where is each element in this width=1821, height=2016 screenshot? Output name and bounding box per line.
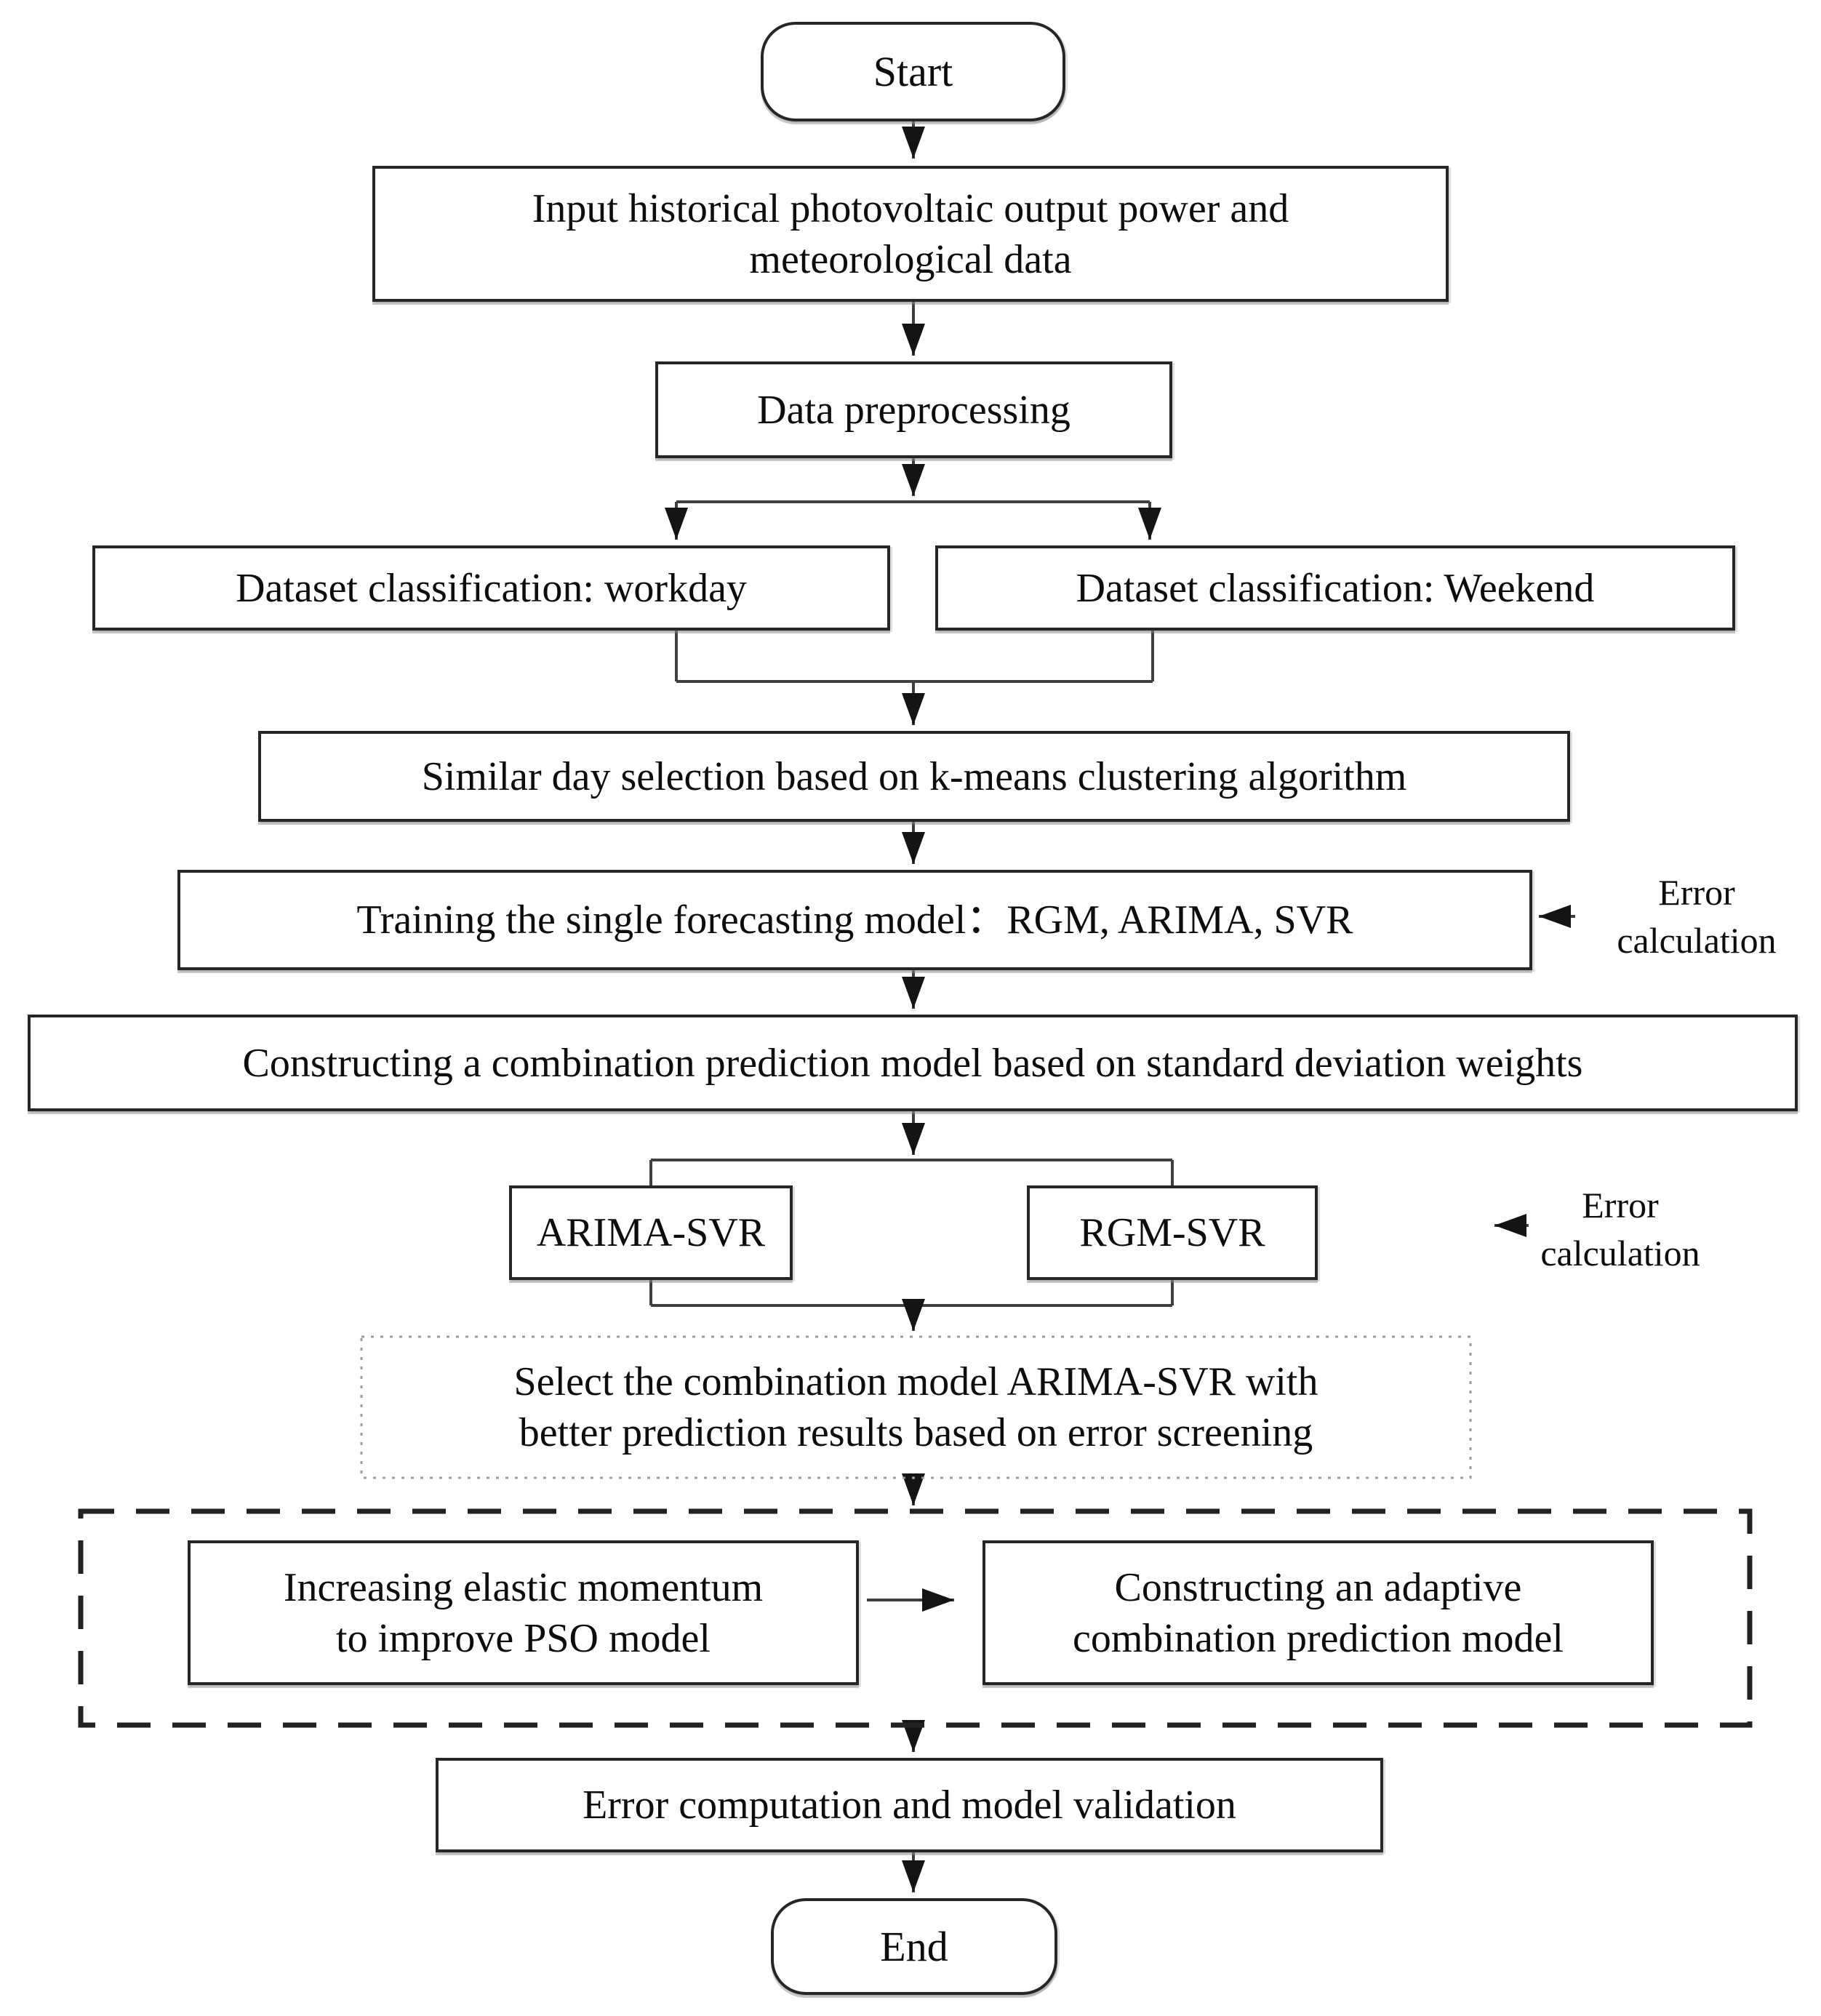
node-data-preprocessing: Data preprocessing bbox=[655, 361, 1172, 458]
flow-connectors bbox=[649, 121, 1575, 1892]
node-error-validation: Error computation and model validation bbox=[436, 1758, 1383, 1852]
error-calculation-label-bottom: Error calculation bbox=[1540, 1185, 1700, 1273]
node-similar-day-selection: Similar day selection based on k-means c… bbox=[258, 731, 1570, 822]
node-end: End bbox=[771, 1898, 1057, 1995]
node-dataset-weekend: Dataset classification: Weekend bbox=[935, 545, 1735, 631]
node-combination-model: Constructing a combination prediction mo… bbox=[28, 1015, 1798, 1111]
node-arima-svr: ARIMA-SVR bbox=[509, 1185, 793, 1280]
node-dataset-workday: Dataset classification: workday bbox=[92, 545, 890, 631]
node-improve-pso: Increasing elastic momentum to improve P… bbox=[188, 1540, 859, 1685]
node-select-combination: Select the combination model ARIMA-SVR w… bbox=[513, 1359, 1318, 1455]
node-start: Start bbox=[761, 22, 1065, 121]
node-input-data: Input historical photovoltaic output pow… bbox=[372, 166, 1449, 302]
dashed-group-border bbox=[78, 1508, 1753, 1728]
node-training-single-models: Training the single forecasting model：RG… bbox=[177, 870, 1532, 970]
node-rgm-svr: RGM-SVR bbox=[1027, 1185, 1318, 1280]
node-adaptive-combination: Constructing an adaptive combination pre… bbox=[982, 1540, 1654, 1685]
error-calculation-label-top: Error calculation bbox=[1617, 872, 1777, 961]
dotted-select-border bbox=[360, 1335, 1472, 1479]
